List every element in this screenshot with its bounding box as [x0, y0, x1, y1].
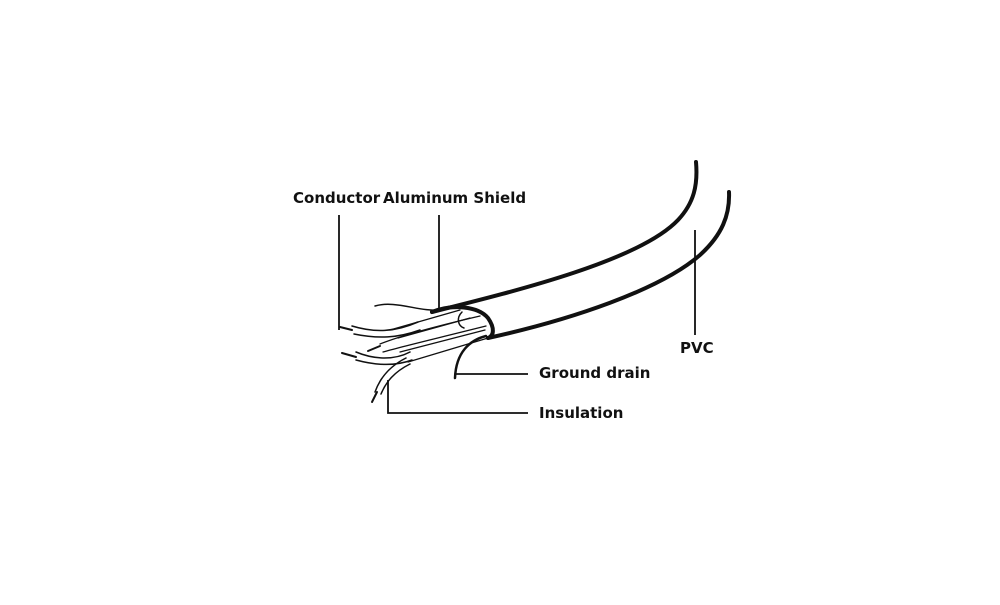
- ground-drain-wire: [453, 334, 488, 380]
- jacket-bottom-edge: [486, 190, 732, 340]
- insulation-leader-line: [387, 380, 528, 414]
- jacket-top-edge: [430, 160, 699, 314]
- jacket-cut-end: [430, 305, 495, 340]
- aluminum-shield-label: Aluminum Shield: [383, 189, 527, 207]
- pvc-label: PVC: [680, 339, 714, 357]
- conductor-label: Conductor: [293, 189, 381, 207]
- insulation-label: Insulation: [539, 404, 624, 422]
- ground-drain-label: Ground drain: [539, 364, 651, 382]
